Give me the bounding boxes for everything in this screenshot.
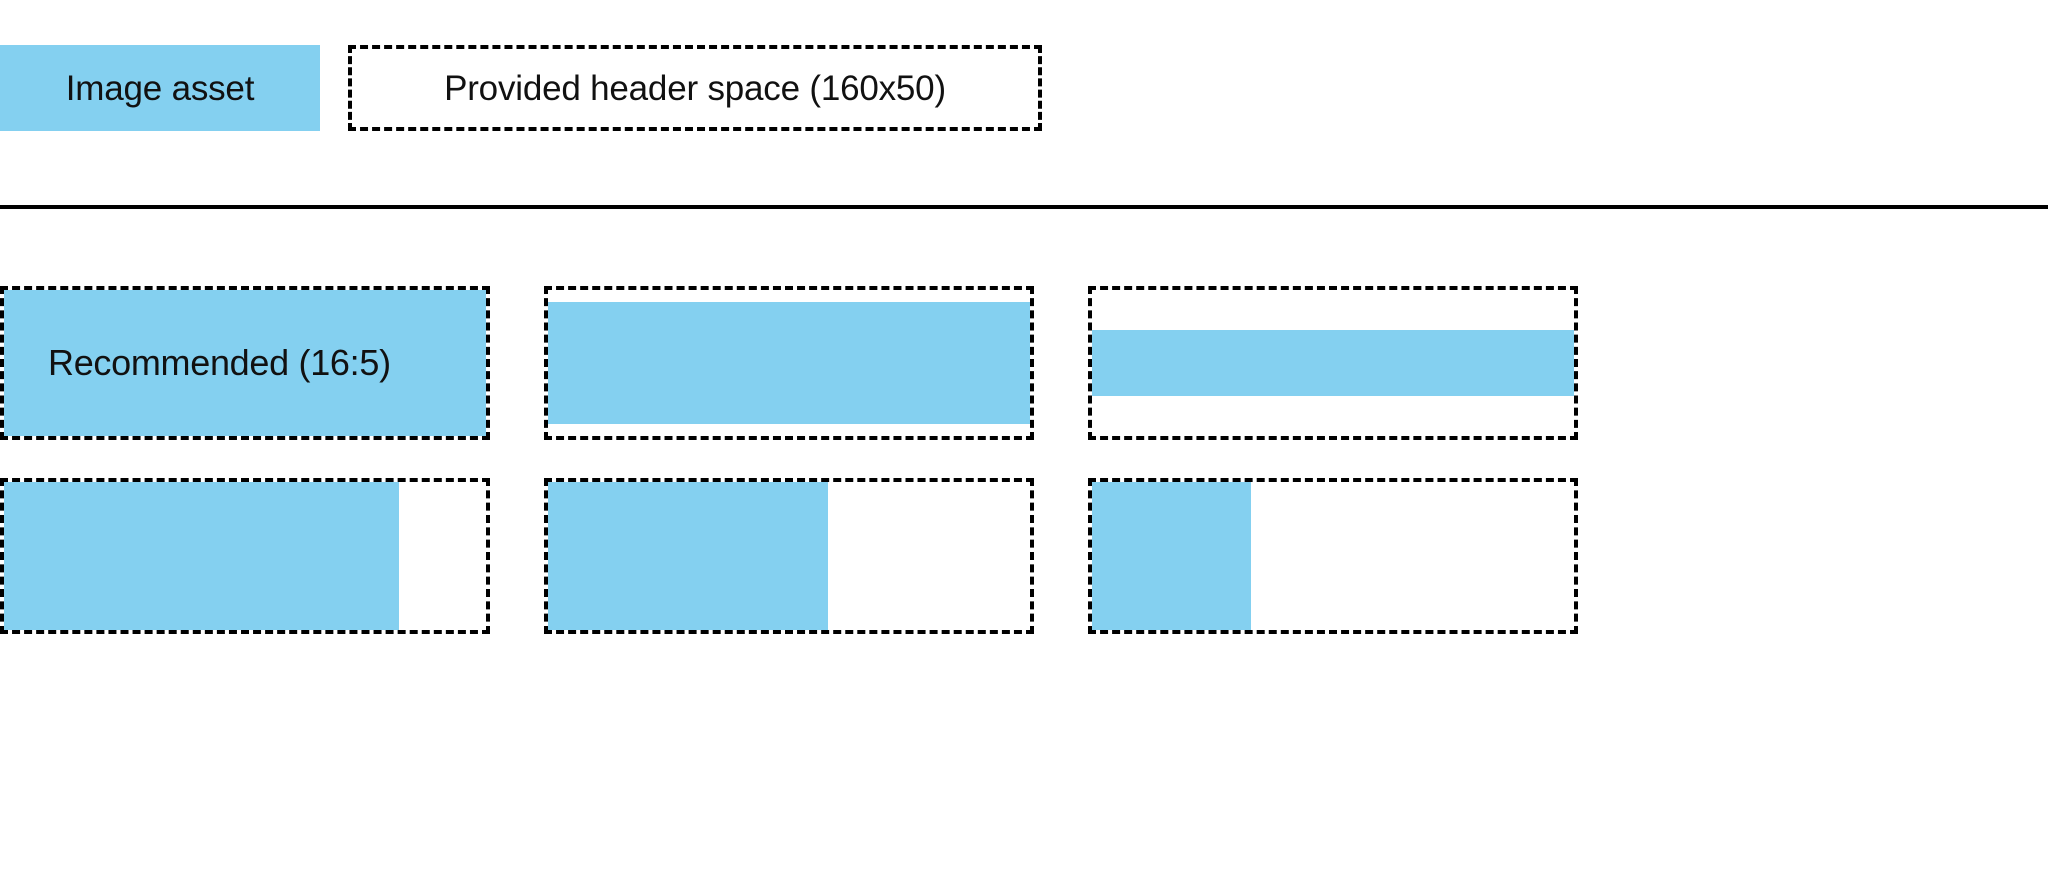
asset-fill-width-57	[548, 482, 828, 630]
cell-fill-33	[1088, 478, 1578, 634]
aspect-ratio-grid: Recommended (16:5)	[0, 286, 2048, 634]
legend-provided-header-space-label: Provided header space (160x50)	[444, 68, 946, 108]
legend-image-asset-swatch: Image asset	[0, 45, 320, 131]
aspect-ratio-row: Recommended (16:5)	[0, 286, 2048, 440]
recommended-ratio-label: Recommended (16:5)	[48, 342, 391, 383]
asset-fill-thin-band	[1092, 330, 1574, 396]
asset-fill-width-80	[4, 482, 400, 630]
cell-fill-80	[0, 478, 490, 634]
asset-fill-inset-vertical	[548, 301, 1030, 425]
cell-inset-vertical	[544, 286, 1034, 440]
cell-thin-band	[1088, 286, 1578, 440]
legend: Image asset Provided header space (160x5…	[0, 45, 1042, 131]
width-fill-row	[0, 478, 2048, 634]
legend-gap	[320, 45, 348, 131]
legend-provided-header-space-box: Provided header space (160x50)	[348, 45, 1042, 131]
cell-fill-57	[544, 478, 1034, 634]
asset-fill-full	[4, 290, 486, 436]
cell-recommended-16-5: Recommended (16:5)	[0, 286, 490, 440]
section-divider	[0, 205, 2048, 209]
legend-image-asset-label: Image asset	[65, 68, 255, 108]
asset-fill-width-33	[1092, 482, 1252, 630]
